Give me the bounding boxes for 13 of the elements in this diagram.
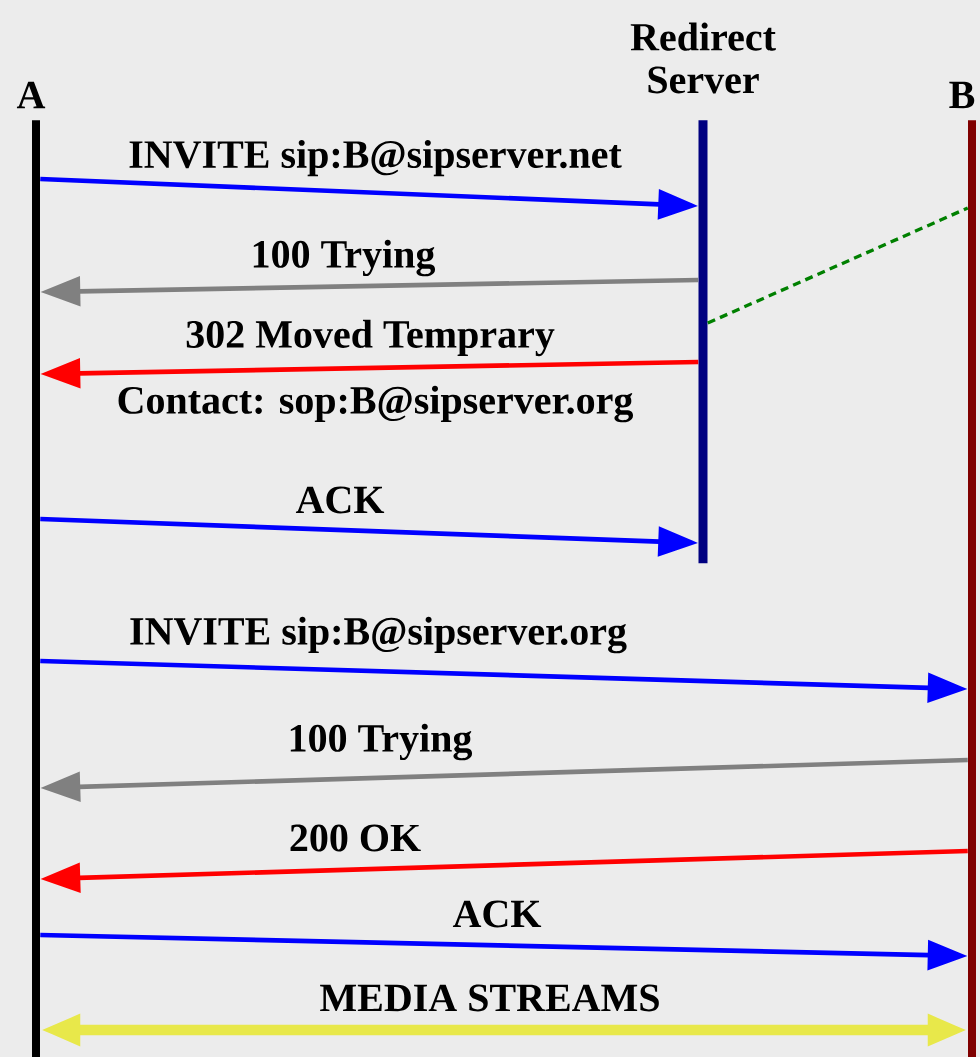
message-label: INVITE sip:B@sipserver.net — [129, 139, 622, 177]
lifeline-heading: A — [16, 81, 46, 109]
message-label: 100 Trying — [290, 723, 473, 761]
message-label: 302 Moved Temprary — [186, 319, 555, 357]
message-label: MEDIA STREAMS — [320, 984, 659, 1012]
message-label: INVITE sip:B@sipserver.org — [130, 616, 627, 654]
message-label: Contact: sop:B@sipserver.org — [118, 385, 633, 423]
lifeline-heading: Redirect Server — [630, 22, 776, 94]
message-label: 200 OK — [290, 824, 421, 852]
message-label: 100 Trying — [253, 239, 436, 277]
message-label: ACK — [452, 900, 542, 928]
lifeline-heading: B — [949, 81, 975, 109]
message-label: ACK — [295, 486, 385, 514]
